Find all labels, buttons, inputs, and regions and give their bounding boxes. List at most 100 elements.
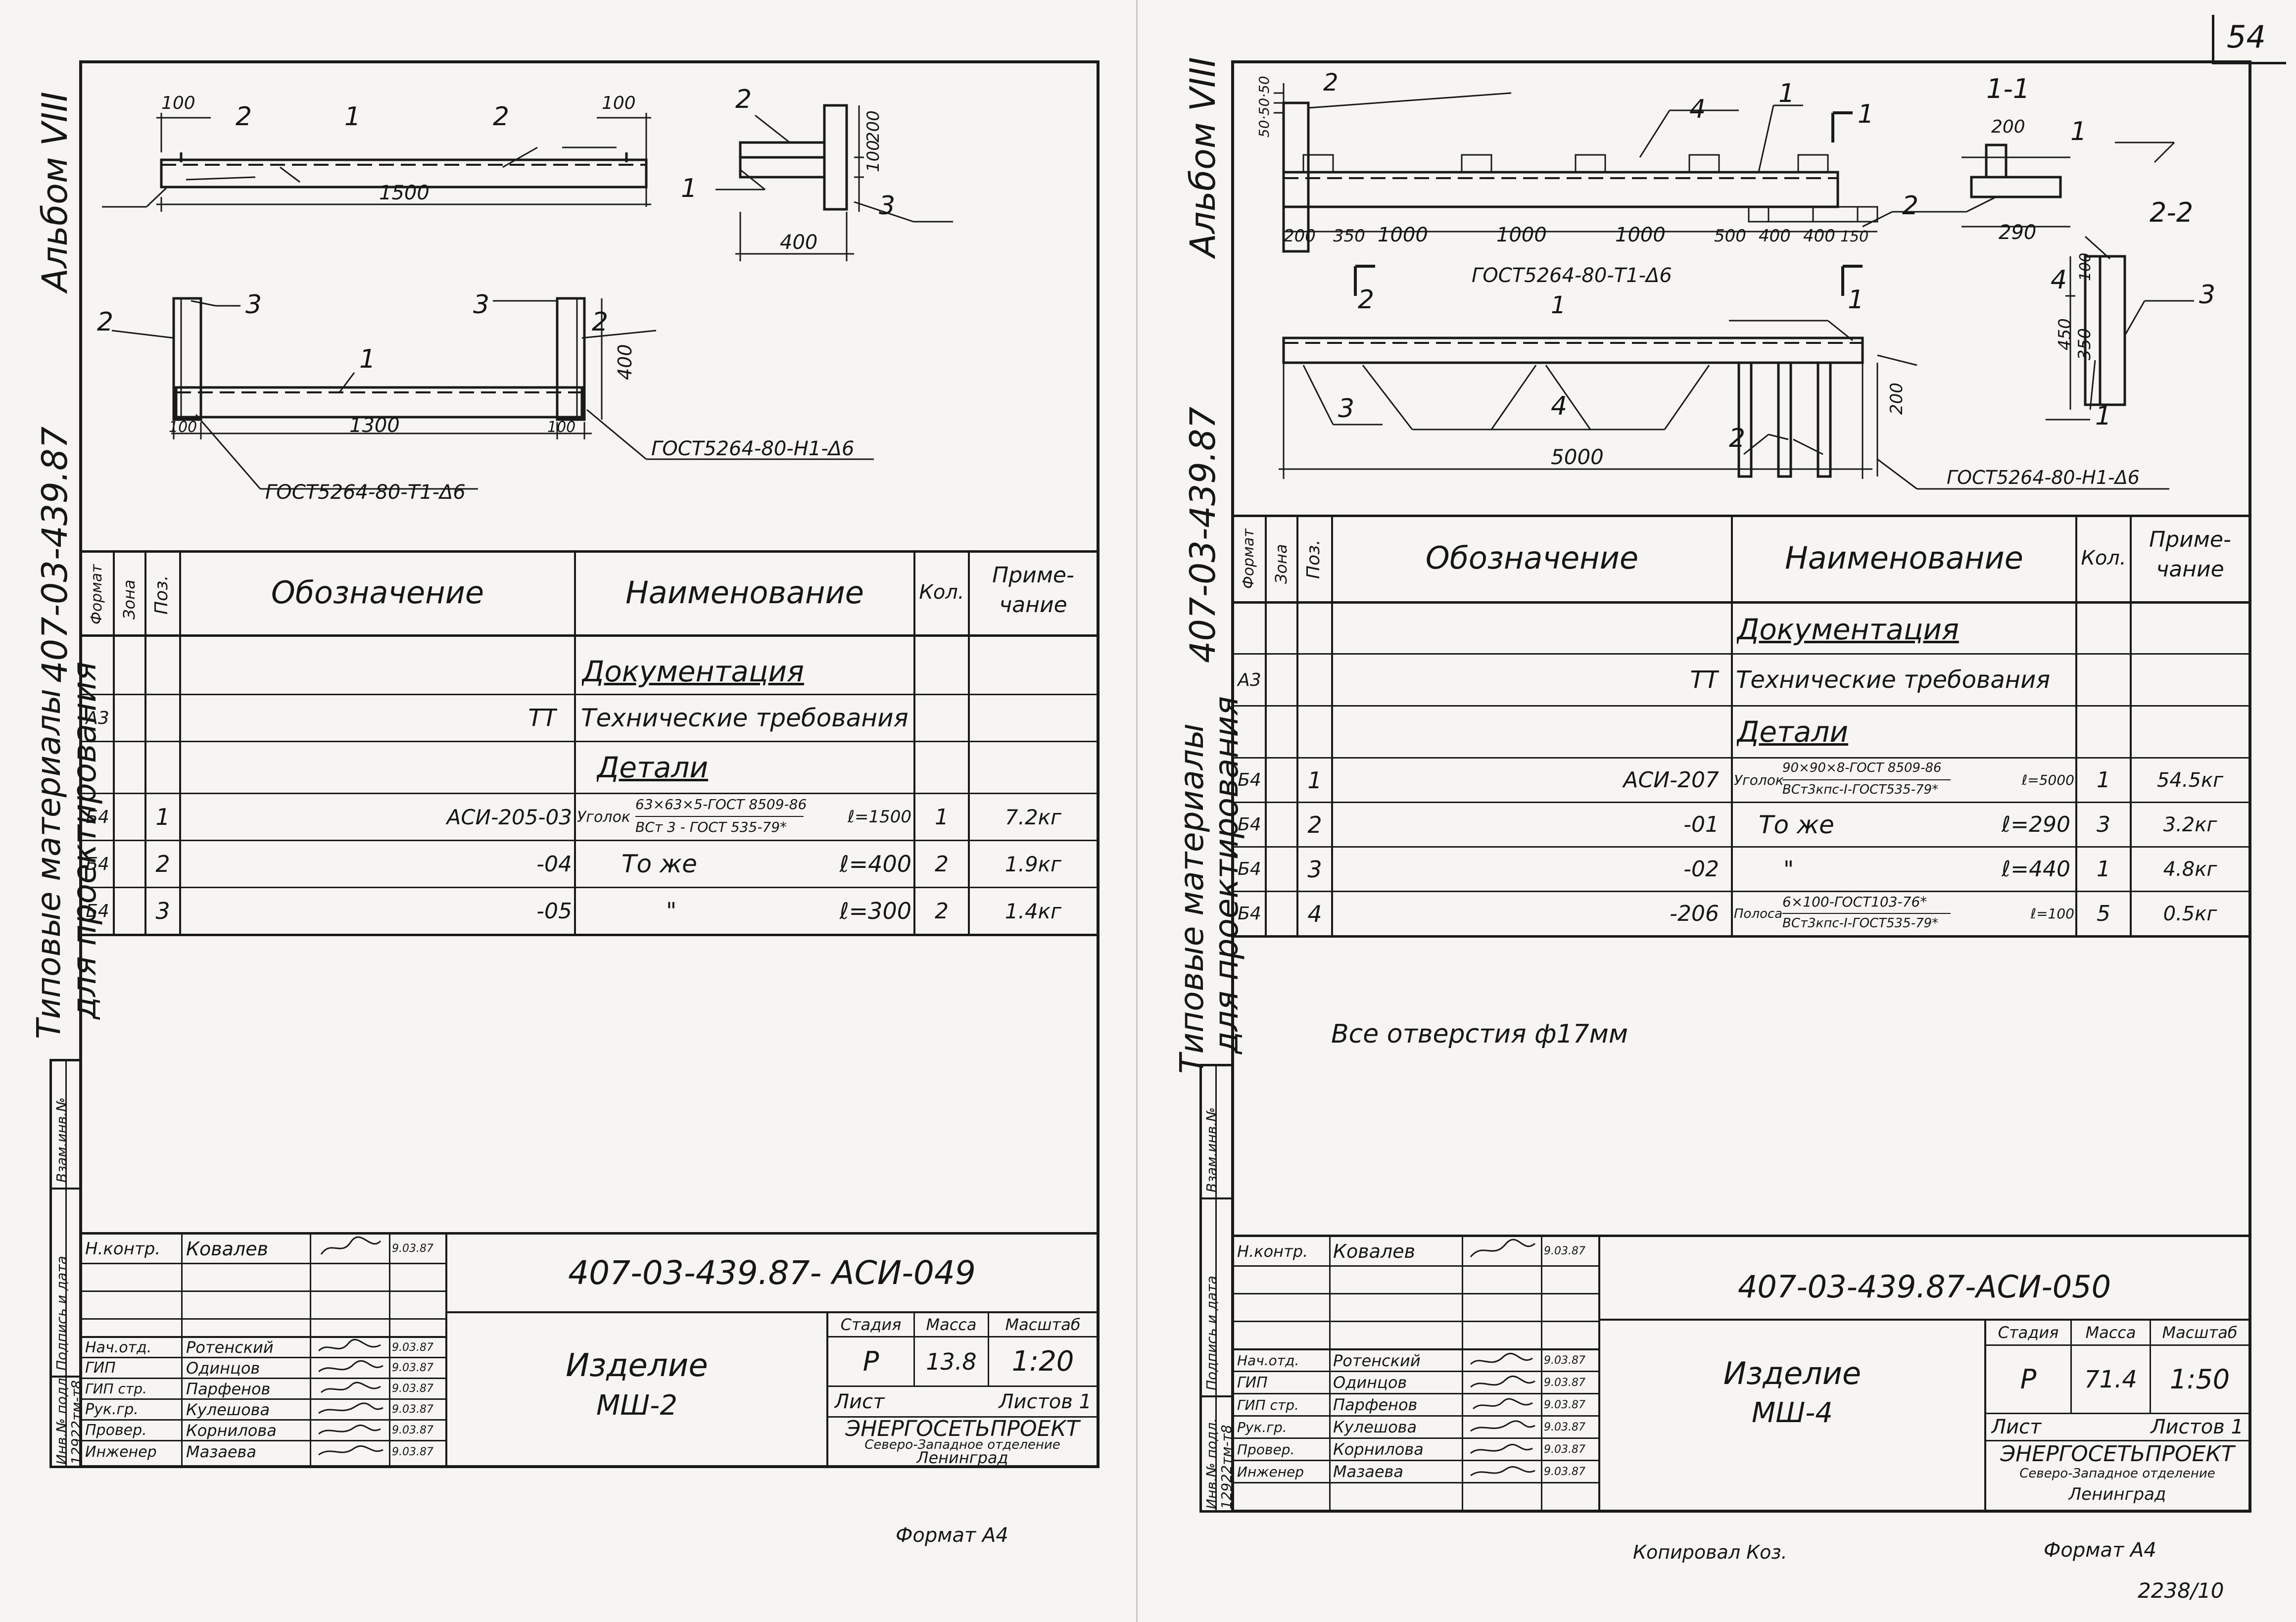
- r-mark-1b: 1: [2070, 117, 2087, 146]
- l-r2-note: 1.9кг: [1004, 852, 1062, 876]
- page-number: 54: [2227, 19, 2266, 55]
- left-title-block: Н.контр. Ковалев 9.03.87 Нач.отд. Ротенс…: [82, 1232, 1097, 1465]
- r-sec22-100: 100: [2077, 253, 2094, 281]
- r-dim-200: 200: [1284, 226, 1316, 246]
- l-dim-400b: 400: [614, 344, 636, 380]
- l-r1-qty: 1: [935, 804, 949, 830]
- l-tb-scale: 1:20: [1011, 1345, 1074, 1378]
- r-staff-2-date: 9.03.87: [1544, 1376, 1585, 1389]
- r-tb-org2: Северо-Западное отделение: [2019, 1466, 2215, 1481]
- r-r2-pos: 2: [1307, 811, 1322, 838]
- r-mark-3a: 3: [1338, 394, 1354, 424]
- l-r1-designation: АСИ-205-03: [446, 805, 572, 829]
- r-mark-4a: 4: [1689, 95, 1706, 124]
- r-section-docs: Документация: [1737, 612, 1959, 646]
- l-mark-1b: 1: [681, 174, 697, 203]
- l-mark-3c: 3: [473, 290, 489, 320]
- r-mark-1a: 1: [1778, 79, 1795, 108]
- r-r3-designation: -02: [1683, 857, 1719, 882]
- l-r2-length: ℓ=400: [839, 851, 911, 877]
- r-staff-4-name: Кулешова: [1333, 1418, 1417, 1436]
- l-signatures: [318, 1236, 383, 1456]
- r-staff-2-role: ГИП: [1237, 1374, 1268, 1391]
- l-staff-2-name: Одинцов: [186, 1358, 260, 1378]
- r-dim-400a: 400: [1759, 226, 1791, 246]
- r-mark-3b: 3: [2199, 280, 2215, 310]
- l-tb-mass: 13.8: [926, 1348, 977, 1375]
- r-sec-1-mark-a: 1: [1858, 99, 1874, 129]
- r-tb-scale-h: Масштаб: [2162, 1323, 2238, 1342]
- r-dims-side: 50·50·50: [1256, 76, 1272, 138]
- l-staff-4-role: Рук.гр.: [85, 1401, 139, 1418]
- left-album-label: Альбом VIII: [35, 92, 75, 292]
- left-frame: [79, 60, 1100, 1468]
- right-side-divider: [1215, 1064, 1217, 1513]
- l-r3-length: ℓ=300: [839, 898, 911, 924]
- r-r1-pos: 1: [1307, 766, 1322, 794]
- right-sign-date: Подпись и дата: [1203, 1276, 1220, 1390]
- r-staff-4-date: 9.03.87: [1544, 1421, 1585, 1433]
- r-r4-designation: -206: [1670, 901, 1719, 926]
- left-drawing: 100 100 1500 2 1 2 2 1 3 200 100 400 2 3…: [97, 85, 953, 504]
- r-r2-qty: 3: [2097, 812, 2110, 837]
- r-staff-5-date: 9.03.87: [1544, 1443, 1585, 1456]
- r-mark-2b: 2: [1902, 191, 1918, 221]
- r-h-zone: Зона: [1272, 544, 1291, 584]
- l-tb-sheets: Листов 1: [999, 1390, 1092, 1413]
- r-staff-2-name: Одинцов: [1333, 1373, 1407, 1392]
- l-staff-1-role: Нач.отд.: [85, 1338, 152, 1356]
- right-side-line-2: [1199, 1395, 1232, 1397]
- r-tb-mass: 71.4: [2084, 1365, 2137, 1393]
- l-mark-3a: 3: [879, 191, 895, 221]
- l-staff-3-name: Парфенов: [186, 1379, 271, 1398]
- left-side-line-2: [49, 1376, 82, 1378]
- l-h-format: Формат: [88, 564, 105, 624]
- r-sec11-200: 200: [1991, 117, 2025, 137]
- l-docs-format: А3: [86, 708, 109, 728]
- l-r1-length: ℓ=1500: [847, 807, 911, 827]
- l-tb-mass-h: Масса: [926, 1315, 977, 1334]
- l-h-pos: Поз.: [151, 575, 172, 615]
- r-tb-stage: Р: [2020, 1364, 2037, 1395]
- r-tb-product-name: МШ-4: [1751, 1396, 1833, 1429]
- l-tb-scale-h: Масштаб: [1005, 1315, 1081, 1334]
- r-r1-qty: 1: [2097, 767, 2110, 793]
- l-r3-pos: 3: [155, 898, 170, 924]
- l-mark-2c: 2: [735, 85, 752, 114]
- r-docs-name: Технические требования: [1736, 666, 2051, 694]
- l-dim-1300: 1300: [349, 414, 400, 437]
- r-dim-150: 150: [1840, 228, 1868, 245]
- l-mark-1a: 1: [344, 102, 361, 132]
- r-weld-t1: ГОСТ5264-80-Т1-Δ6: [1472, 264, 1672, 287]
- l-staff-4-date: 9.03.87: [392, 1403, 433, 1416]
- r-sec22-350: 350: [2075, 328, 2095, 360]
- r-sec11-290: 290: [1999, 221, 2036, 244]
- right-spec-table: Формат Зона Поз. Обозначение Наименовани…: [1234, 515, 2248, 975]
- r-tb-sheets: Листов 1: [2151, 1416, 2244, 1438]
- r-staff-5-role: Провер.: [1237, 1441, 1295, 1458]
- l-r3-prefix: ": [666, 898, 677, 924]
- r-staff-3-date: 9.03.87: [1544, 1398, 1585, 1411]
- l-r2-pos: 2: [155, 851, 170, 877]
- l-tb-code: 407-03-439.87- АСИ-049: [568, 1254, 976, 1292]
- right-typical-line1: Типовые материалы: [1173, 723, 1211, 1074]
- r-dim-1000b: 1000: [1496, 224, 1547, 246]
- r-staff-3-name: Парфенов: [1333, 1395, 1418, 1414]
- l-r1-prefix: Уголок: [577, 808, 631, 826]
- right-format-note: Формат А4: [2044, 1539, 2156, 1562]
- r-staff-0-name: Ковалев: [1333, 1240, 1415, 1262]
- r-r4-format: Б4: [1238, 904, 1261, 924]
- l-staff-1-name: Ротенский: [186, 1338, 274, 1357]
- r-staff-0-date: 9.03.87: [1544, 1245, 1585, 1257]
- r-sec22-450: 450: [2055, 318, 2075, 350]
- r-section-parts: Детали: [1737, 715, 1849, 749]
- r-mark-1c: 1: [1551, 291, 1566, 319]
- r-r4-length: ℓ=100: [2030, 906, 2074, 922]
- right-album-label: Альбом VIII: [1183, 57, 1223, 257]
- l-staff-3-date: 9.03.87: [392, 1383, 433, 1395]
- r-signatures: [1470, 1239, 1535, 1477]
- l-r3-format: Б4: [86, 901, 109, 921]
- left-sign-date: Подпись и дата: [53, 1256, 70, 1371]
- l-tb-stage: Р: [862, 1346, 879, 1377]
- r-overall: 5000: [1551, 445, 1604, 469]
